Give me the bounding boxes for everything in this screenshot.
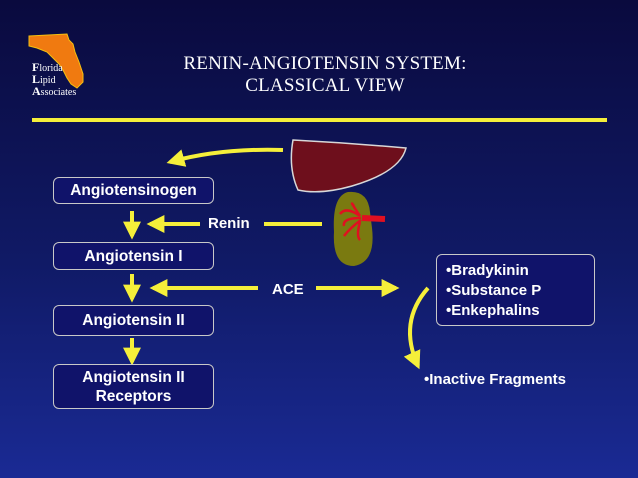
substrate-item: •Substance P bbox=[446, 282, 542, 299]
angiotensin-2-receptors-box: Angiotensin II Receptors bbox=[53, 364, 214, 409]
liver-icon bbox=[290, 139, 407, 193]
substrate-item: •Bradykinin bbox=[446, 262, 529, 279]
angiotensinogen-box: Angiotensinogen bbox=[53, 177, 214, 204]
renin-label: Renin bbox=[208, 215, 250, 232]
slide-title: RENIN-ANGIOTENSIN SYSTEM: CLASSICAL VIEW bbox=[150, 53, 500, 97]
title-divider bbox=[32, 118, 607, 122]
kidney-icon bbox=[333, 191, 386, 266]
angiotensin-1-box: Angiotensin I bbox=[53, 242, 214, 270]
liver-to-angiotensinogen-arrow bbox=[166, 147, 284, 167]
receptors-label-line-1: Angiotensin II bbox=[82, 368, 185, 386]
title-line-1: RENIN-ANGIOTENSIN SYSTEM: bbox=[183, 53, 467, 74]
logo-text: Florida Lipid Associates bbox=[32, 60, 77, 98]
angiotensin-1-label: Angiotensin I bbox=[84, 247, 183, 265]
substrate-item: •Enkephalins bbox=[446, 302, 540, 319]
angiotensin-2-box: Angiotensin II bbox=[53, 305, 214, 336]
florida-map-icon bbox=[28, 33, 84, 89]
angiotensin-2-label: Angiotensin II bbox=[82, 312, 185, 329]
inactive-fragments-label: •Inactive Fragments bbox=[424, 371, 566, 388]
receptors-label-line-2: Receptors bbox=[95, 387, 172, 405]
angiotensinogen-label: Angiotensinogen bbox=[70, 182, 197, 199]
ace-label: ACE bbox=[272, 281, 304, 298]
ace-substrates-box: •Bradykinin •Substance P •Enkephalins bbox=[436, 254, 595, 326]
degradation-curve-arrow bbox=[403, 286, 430, 370]
title-line-2: CLASSICAL VIEW bbox=[245, 75, 405, 96]
